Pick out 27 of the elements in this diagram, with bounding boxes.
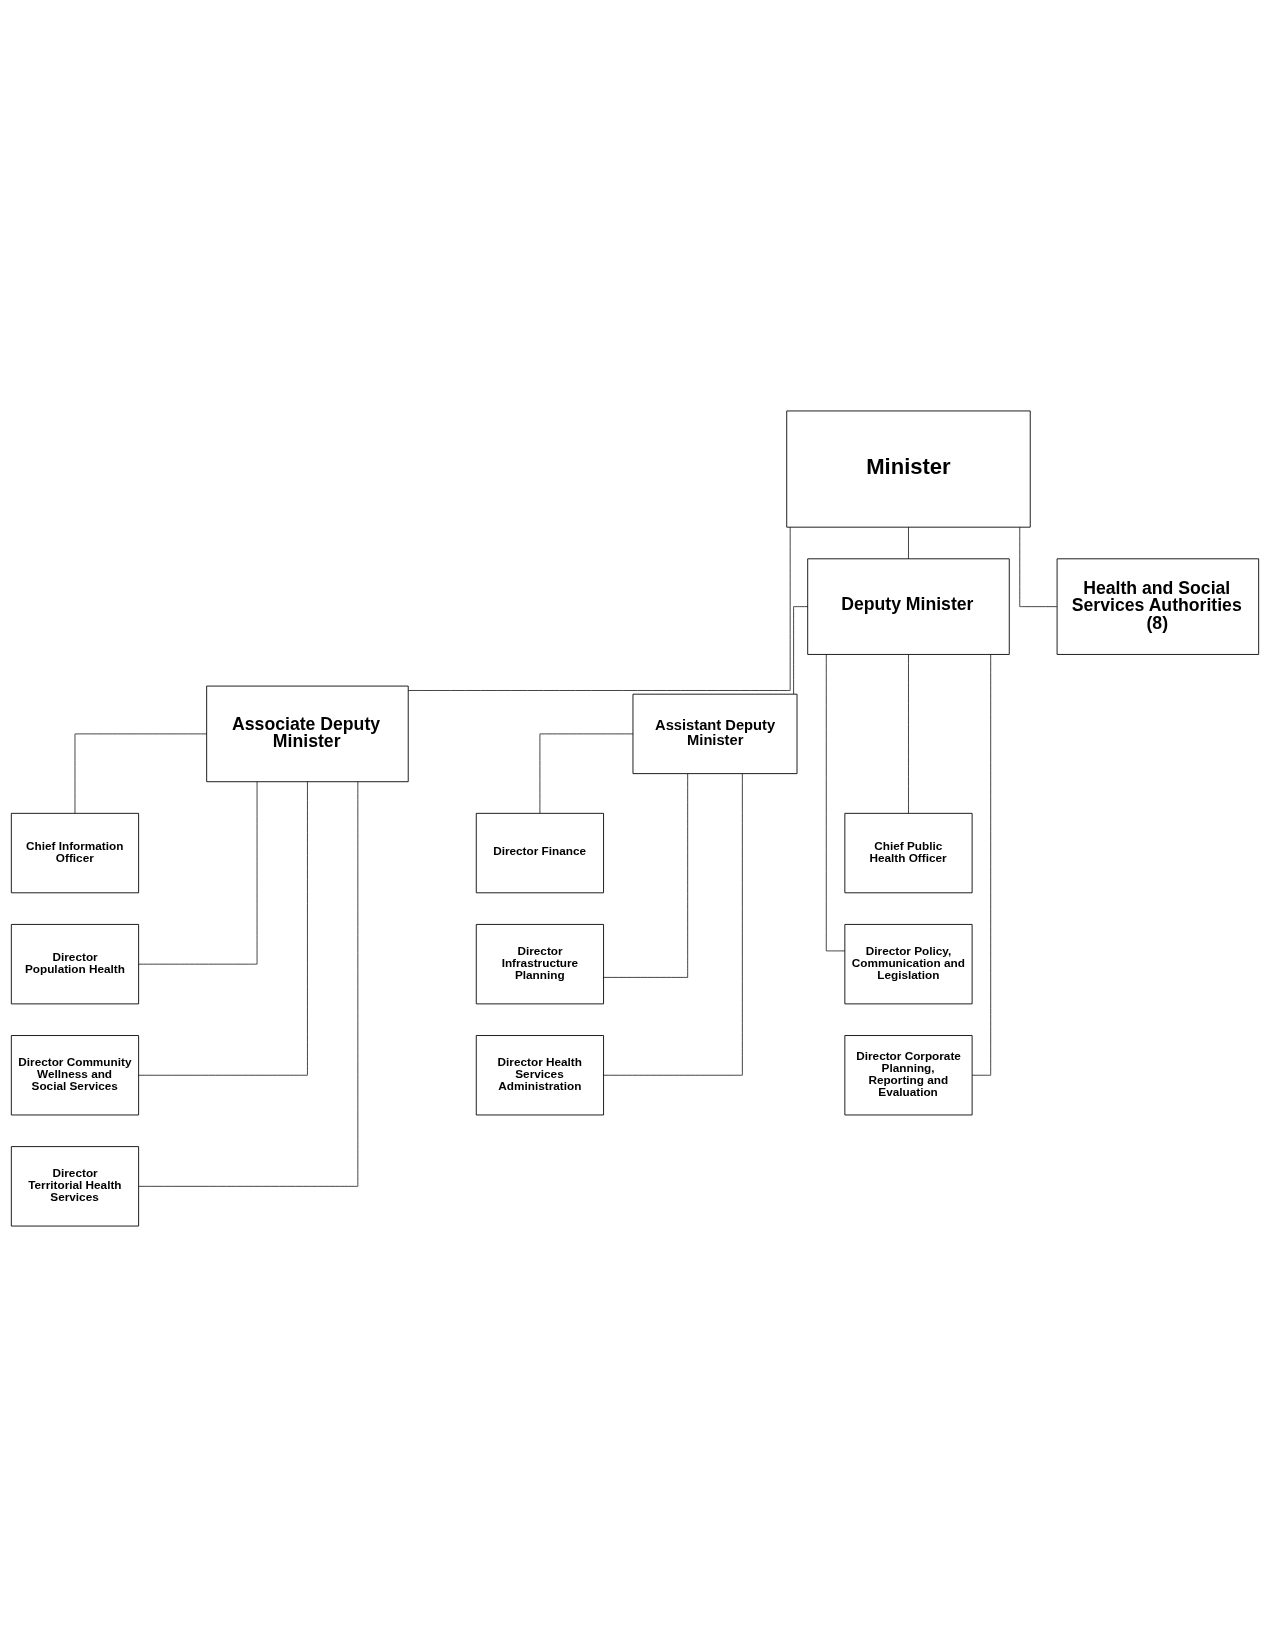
connector: [407, 526, 791, 691]
connector: [603, 772, 689, 978]
node-box: Director Finance: [475, 812, 604, 893]
connector: [908, 653, 909, 814]
node-box: Deputy Minister: [807, 557, 1010, 655]
node-box: Director Territorial Health Services: [10, 1145, 140, 1226]
node-box: Director Community Wellness and Social Services: [10, 1034, 140, 1115]
connector: [138, 781, 258, 965]
connector: [603, 772, 743, 1076]
node-box: Minister: [786, 410, 1031, 528]
connector: [74, 733, 207, 813]
node-box: Assistant Deputy Minister: [632, 693, 798, 774]
connector: [138, 781, 359, 1187]
node-box: Associate Deputy Minister: [206, 685, 409, 782]
connector: [138, 780, 308, 1076]
connector: [539, 733, 634, 813]
node-box: Director Infrastructure Planning: [475, 923, 604, 1004]
node-box: Chief Public Health Officer: [844, 812, 973, 893]
node-box: Health and Social Services Authorities (8): [1056, 557, 1260, 655]
connector: [908, 526, 909, 559]
connector: [1019, 526, 1058, 607]
node-box: Director Policy, Communication and Legislation: [844, 923, 973, 1004]
connector: [793, 605, 809, 694]
node-box: Chief Information Officer: [10, 812, 140, 893]
node-box: Director Health Services Administration: [475, 1034, 604, 1115]
node-box: Director Corporate Planning, Reporting and Evaluation: [844, 1034, 973, 1115]
node-box: Director Population Health: [10, 923, 140, 1004]
